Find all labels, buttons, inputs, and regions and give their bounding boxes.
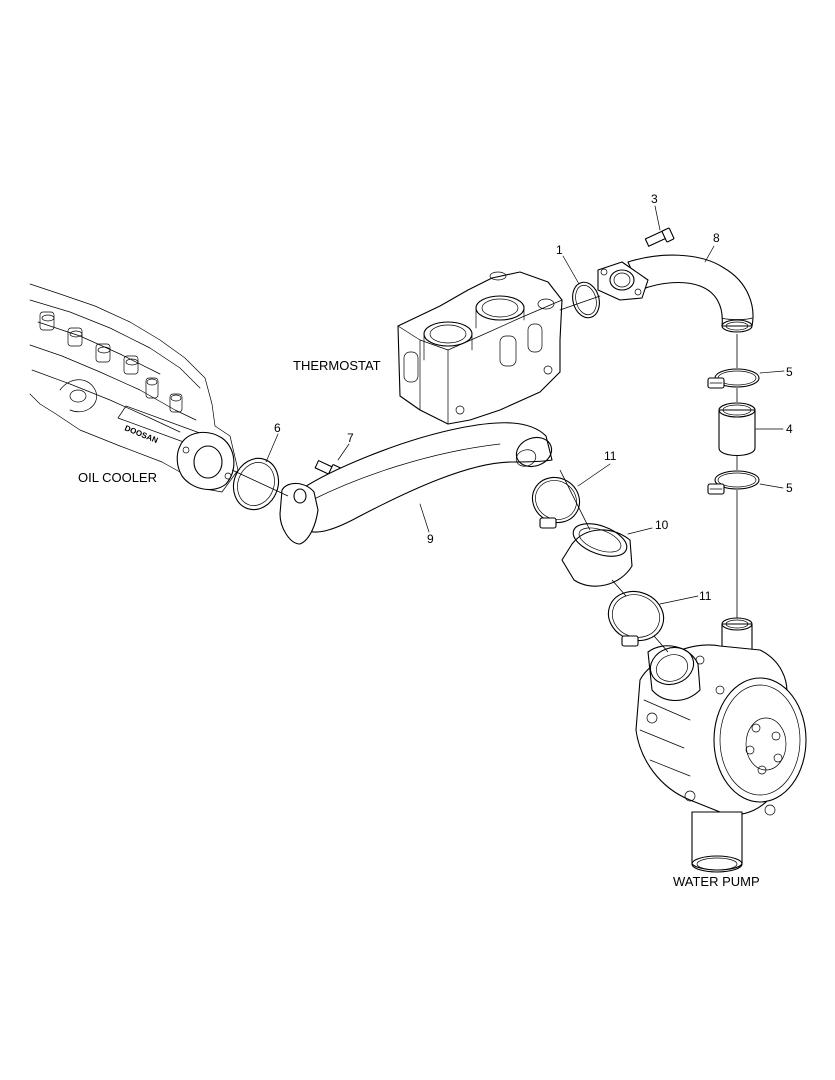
callout-leader-lines [265,205,785,605]
part-4-short-hose [718,402,756,457]
callout-1: 1 [556,243,563,257]
part-11-hose-clamp-lower [607,590,665,647]
oil-cooler-housing [29,283,239,493]
part-10-hose [561,523,633,587]
callout-11-upper: 11 [604,449,617,463]
callout-7: 7 [347,431,354,445]
thermostat-housing [397,271,563,425]
part-9-long-pipe [279,422,553,545]
part-6-gasket [232,457,280,511]
callout-8: 8 [713,231,720,245]
callout-3: 3 [651,192,658,206]
callout-5-upper: 5 [786,365,793,379]
label-thermostat: THERMOSTAT [293,358,381,373]
label-oil-cooler: OIL COOLER [78,470,157,485]
callout-4: 4 [786,422,793,436]
part-3-bolt [644,227,675,247]
assembly-centerlines [231,334,738,653]
part-8-elbow-pipe [597,254,754,333]
water-pump-assembly [635,617,807,873]
label-water-pump: WATER PUMP [673,874,760,889]
part-11-hose-clamp-upper [531,476,581,529]
part-1-o-ring [559,281,601,319]
callout-5-lower: 5 [786,481,793,495]
callout-10: 10 [655,518,669,532]
part-5-hose-clamp-lower [707,470,760,495]
callout-11-lower: 11 [699,589,712,603]
callout-9: 9 [427,532,434,546]
callout-6: 6 [274,421,281,435]
part-5-hose-clamp-upper [707,368,760,389]
